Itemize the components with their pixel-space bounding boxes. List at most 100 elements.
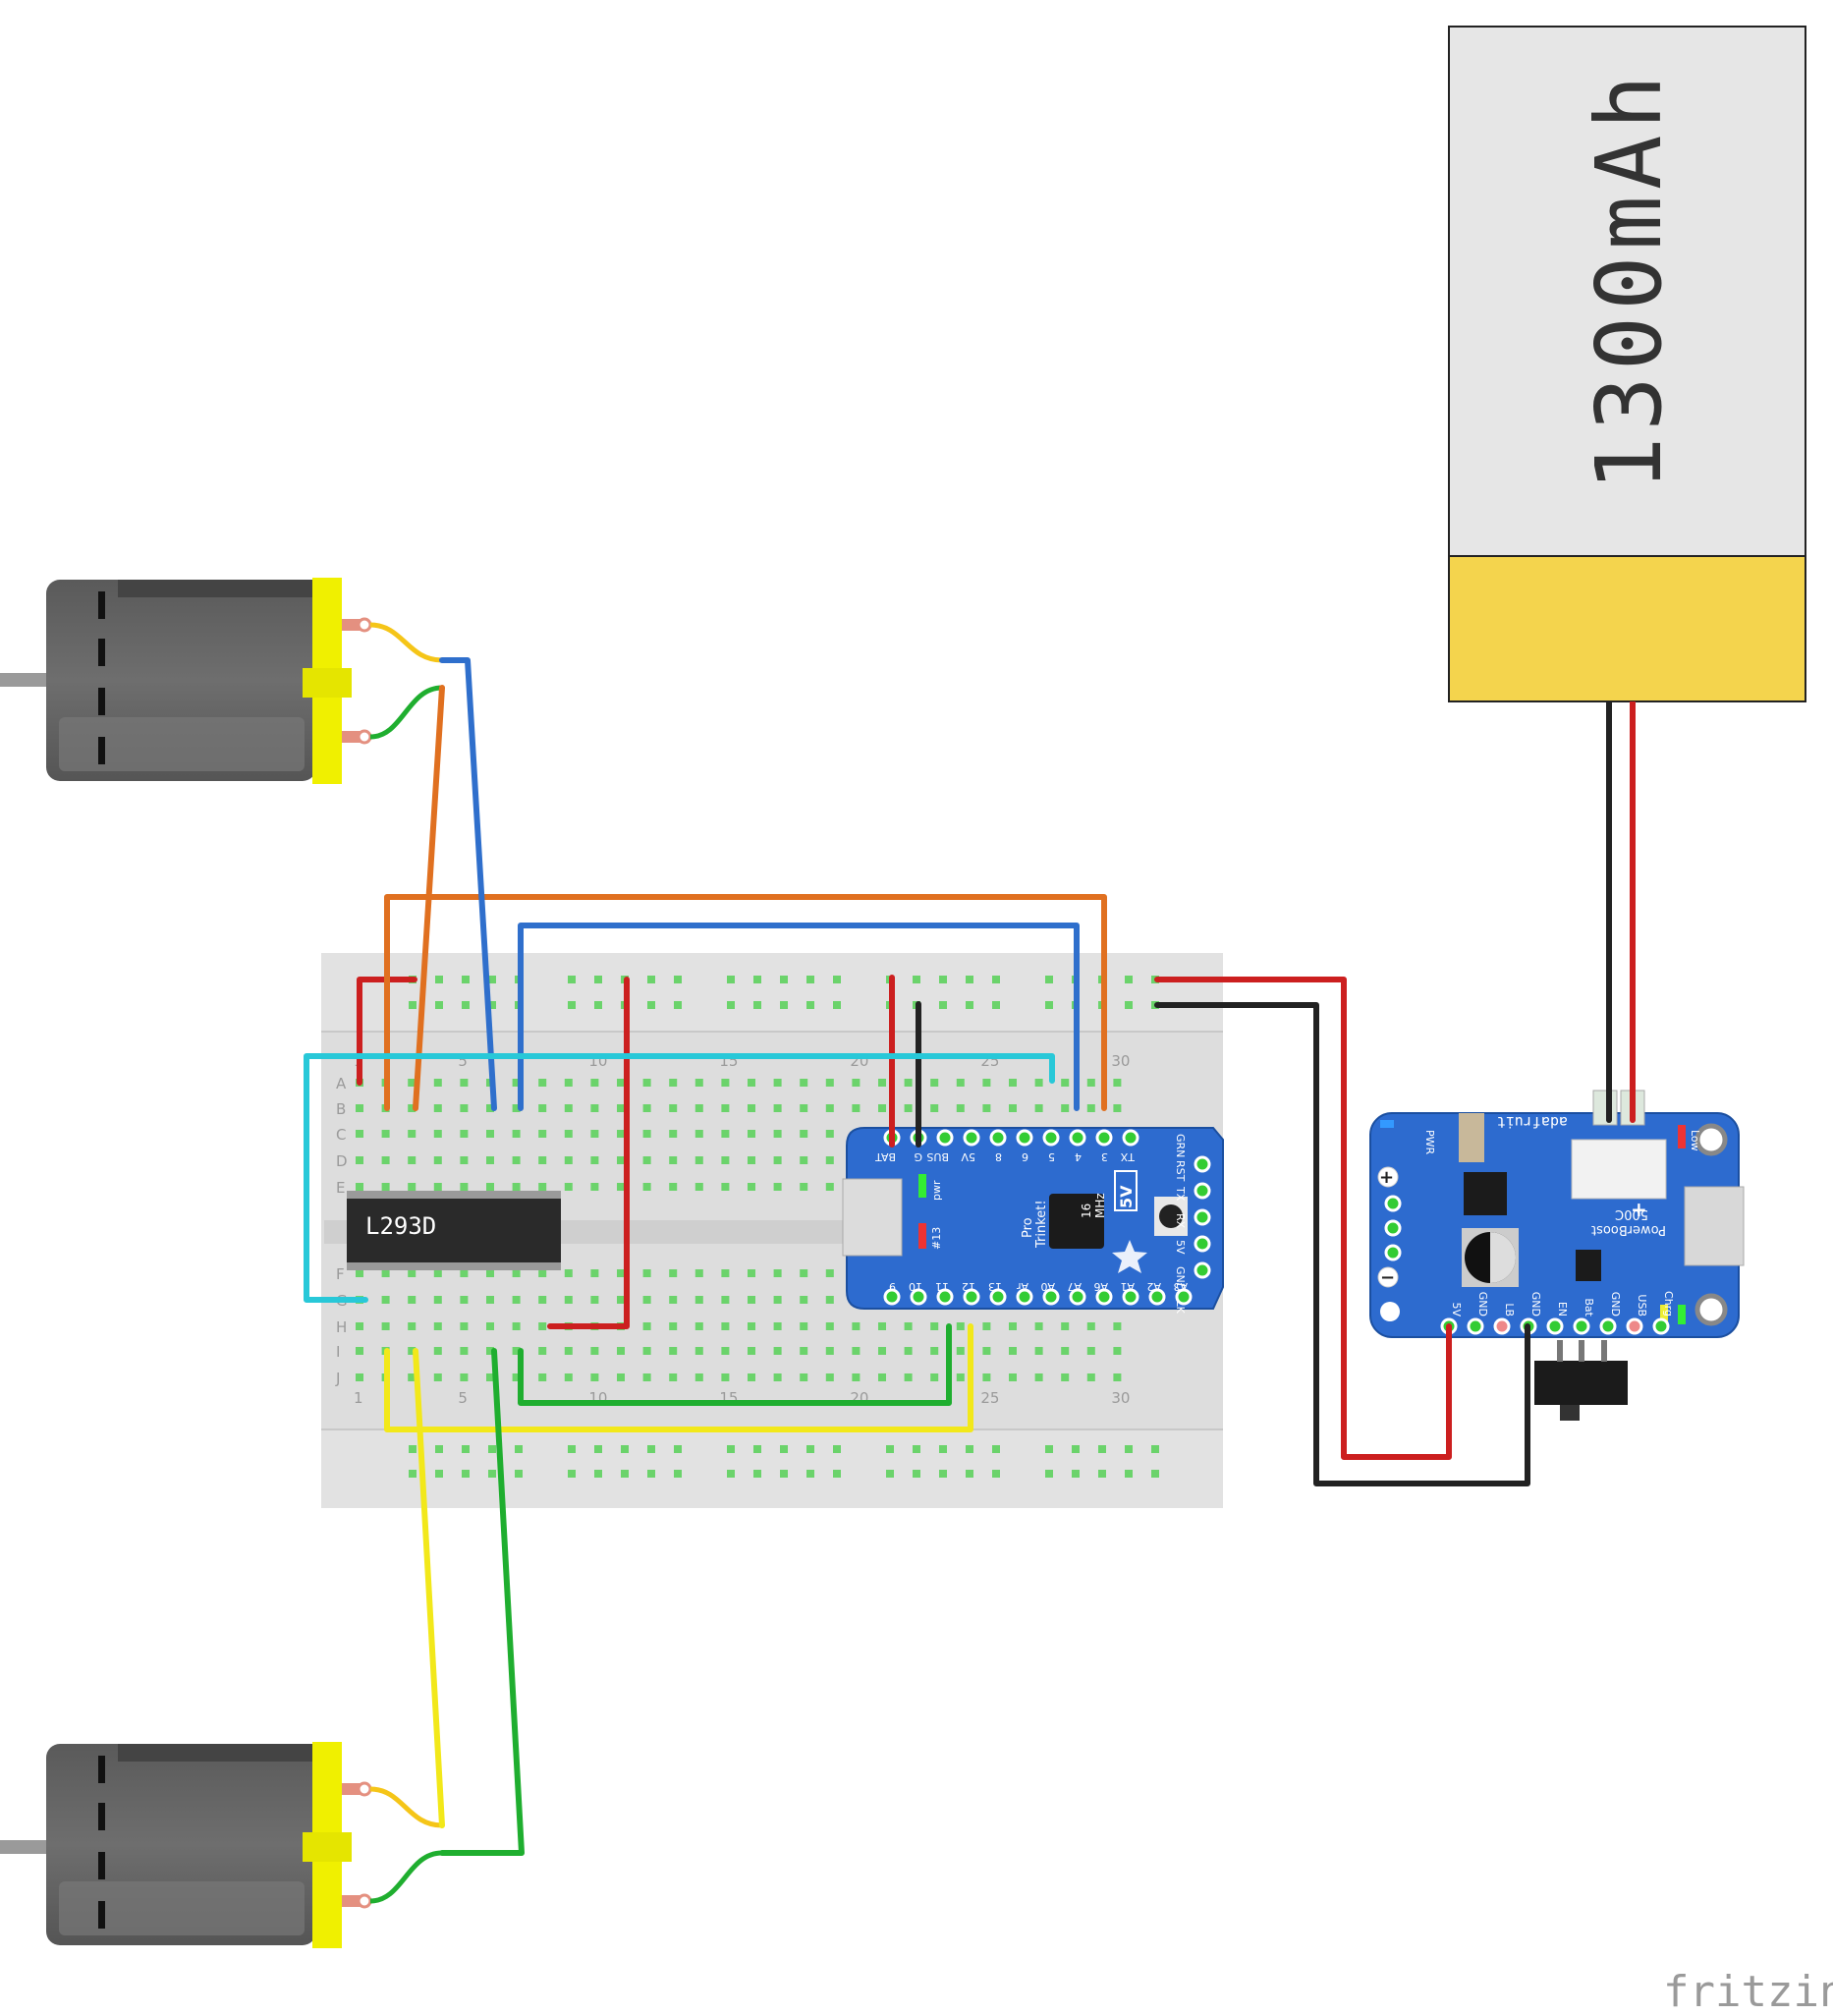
breadboard-hole [669,1269,678,1277]
breadboard-hole [564,1104,573,1112]
breadboard-hole [694,1347,703,1355]
pin-pad [936,1288,954,1306]
rail-hole [939,1470,947,1478]
pin-label: Chrg [1662,1291,1675,1316]
breadboard-hole [800,1104,808,1112]
rail-hole [674,1001,682,1009]
breadboard-hole [408,1130,417,1138]
jst-connector-icon [1377,1166,1399,1288]
powerboost-brand: adafruit [1497,1113,1568,1131]
breadboard-hole [1061,1104,1070,1112]
breadboard-hole [800,1373,808,1381]
pin-pad [1069,1129,1086,1147]
pin-pad [1095,1129,1113,1147]
pin-label: G [914,1150,922,1163]
column-number: 30 [1111,1052,1130,1070]
rail-hole [727,976,735,983]
pin-label: A0 [1040,1280,1055,1293]
breadboard-hole [408,1373,417,1381]
breadboard-hole [486,1322,494,1330]
column-number: 25 [980,1389,999,1407]
wire-yellow-motor [413,1348,445,1828]
breadboard-hole [930,1373,939,1381]
breadboard-hole [748,1296,755,1304]
pin-pad [1095,1288,1113,1306]
breadboard-hole [381,1130,390,1138]
rail-hole [913,976,920,983]
rail-hole [727,1470,735,1478]
breadboard-hole [982,1373,991,1381]
breadboard-hole [642,1296,651,1304]
breadboard-hole [356,1156,363,1164]
pin-label: A3 [1173,1280,1188,1293]
breadboard-hole [748,1079,755,1087]
breadboard-hole [956,1322,965,1330]
rail-hole [780,976,788,983]
breadboard-hole [433,1104,442,1112]
l293d-driver-chip: L293D [347,1191,561,1270]
breadboard-hole [486,1183,494,1191]
rail-hole [1151,1445,1159,1453]
breadboard-hole [564,1130,573,1138]
rail-hole [674,1445,682,1453]
breadboard-hole [878,1347,886,1355]
breadboard-hole [486,1130,494,1138]
breadboard-hole [460,1079,469,1087]
breadboard-hole [694,1183,703,1191]
rail-hole [488,1445,496,1453]
rail-hole [1045,1001,1053,1009]
trinket-clock-line-2: MHz [1093,1193,1107,1218]
wire-blue-long [518,923,1080,1111]
breadboard-hole [512,1269,521,1277]
breadboard-hole [852,1373,861,1381]
pin-label: GND [1609,1292,1622,1316]
rail-hole [568,976,576,983]
rail-hole [568,1001,576,1009]
rail-hole [1072,1470,1080,1478]
breadboard-hole [930,1322,939,1330]
pin-pad [883,1288,901,1306]
rail-hole [966,1445,973,1453]
pin-label: EN [1556,1302,1569,1316]
breadboard-hole [408,1156,417,1164]
rail-hole [939,1001,947,1009]
dc-motor-top [0,578,443,784]
pin-label: USB [1636,1294,1648,1316]
breadboard-hole [1086,1079,1095,1087]
rail-hole [780,1470,788,1478]
rail-hole [913,1470,920,1478]
breadboard-hole [878,1322,886,1330]
pin-pad [1599,1317,1617,1335]
breadboard-hole [825,1322,834,1330]
breadboard-hole [642,1104,651,1112]
lipo-battery: 1300mAh [1448,26,1806,1086]
rail-hole [886,1470,894,1478]
breadboard-hole [642,1079,651,1087]
rail-hole [727,1445,735,1453]
breadboard-hole [982,1347,991,1355]
pin-pad [1194,1261,1211,1279]
breadboard-hole [538,1296,547,1304]
breadboard-hole [460,1322,469,1330]
row-label: E [336,1179,345,1197]
breadboard-hole [669,1322,678,1330]
pin-label: BAT [875,1150,896,1163]
breadboard-hole [460,1130,469,1138]
rail-hole [462,976,470,983]
rail-hole [568,1445,576,1453]
breadboard-hole [564,1079,573,1087]
trinket-voltage-badge: 5V [1117,1185,1136,1208]
pin-pad [989,1129,1007,1147]
rail-hole [594,976,602,983]
slide-switch [1534,1340,1628,1421]
column-number: 1 [354,1389,363,1407]
rail-hole [806,1470,814,1478]
breadboard-hole [408,1269,417,1277]
breadboard-hole [590,1296,599,1304]
breadboard-hole [538,1373,547,1381]
breadboard-hole [878,1079,886,1087]
rail-hole [488,1470,496,1478]
battery-capacity-label: 1300mAh [1577,69,1682,491]
breadboard-hole [512,1156,521,1164]
breadboard-hole [694,1373,703,1381]
